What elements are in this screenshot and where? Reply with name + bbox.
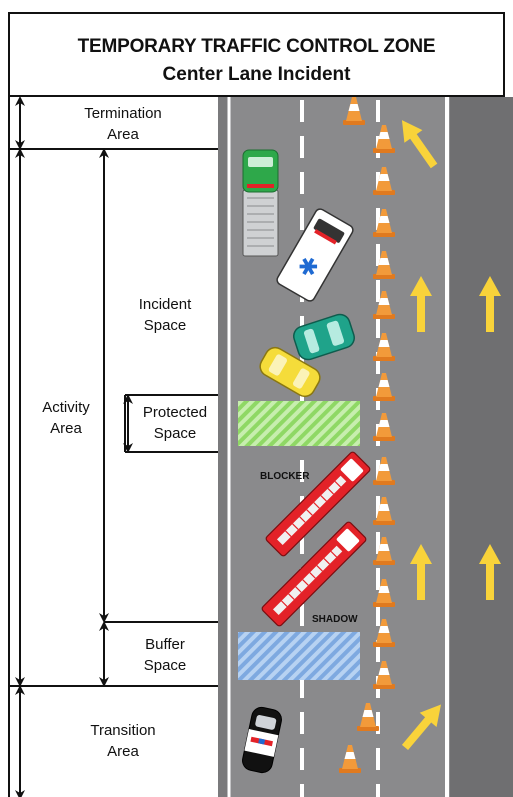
police-car-icon — [242, 706, 282, 774]
fire-truck-icon — [261, 521, 367, 627]
activity-area-line-1: Activity — [42, 399, 90, 416]
incident-space-line-1: Incident — [138, 296, 192, 313]
buffer-space-label: Buffer Space — [110, 634, 220, 676]
termination-area-line-2: Area — [107, 126, 139, 143]
title-line-2: Center Lane Incident — [162, 64, 351, 85]
protected-space-line-2: Space — [153, 425, 197, 442]
incident-space-line-2: Space — [143, 317, 187, 334]
termination-area-label: Termination Area — [28, 103, 218, 145]
blocker-label: BLOCKER — [260, 471, 310, 482]
incident-space-label: Incident Space — [110, 294, 220, 336]
transition-area-label: Transition Area — [28, 720, 218, 762]
title-line-1: TEMPORARY TRAFFIC CONTROL ZONE — [77, 36, 436, 57]
protected-space-zone — [238, 401, 360, 446]
buffer-space-zone — [238, 632, 360, 680]
car-icon — [293, 313, 355, 361]
termination-area-line-1: Termination — [84, 105, 162, 122]
protected-space-label: Protected Space — [132, 402, 218, 444]
open-lane — [450, 97, 513, 797]
transition-area-line-2: Area — [107, 743, 139, 760]
activity-area-label: Activity Area — [28, 397, 104, 439]
transition-area-line-1: Transition — [90, 722, 156, 739]
buffer-space-line-1: Buffer — [145, 636, 185, 653]
buffer-space-line-2: Space — [143, 657, 187, 674]
protected-space-line-1: Protected — [142, 404, 208, 421]
tow-truck-icon — [242, 149, 279, 257]
title-box: TEMPORARY TRAFFIC CONTROL ZONE Center La… — [8, 12, 505, 96]
car-icon — [259, 346, 321, 398]
fire-truck-icon — [265, 451, 371, 557]
ambulance-icon: ✱ — [276, 208, 354, 302]
activity-area-line-2: Area — [50, 420, 82, 437]
shadow-label: SHADOW — [312, 614, 358, 625]
